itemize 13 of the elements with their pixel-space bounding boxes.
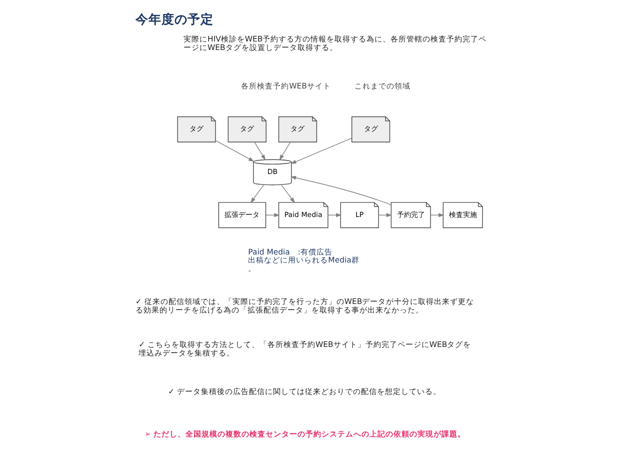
- diagram-title: 今年度の予定: [135, 12, 214, 27]
- arrow: [290, 176, 392, 206]
- arrow: [378, 213, 392, 218]
- arrow: [266, 213, 280, 218]
- arrow: [254, 142, 266, 160]
- arrow: [328, 213, 342, 218]
- arrow: [290, 138, 352, 164]
- arrow: [215, 140, 254, 162]
- arrow: [279, 142, 291, 160]
- arrow: [281, 184, 295, 204]
- arrow: [250, 184, 264, 204]
- node-box: 拡張データ: [218, 202, 266, 228]
- arrow: [430, 213, 444, 218]
